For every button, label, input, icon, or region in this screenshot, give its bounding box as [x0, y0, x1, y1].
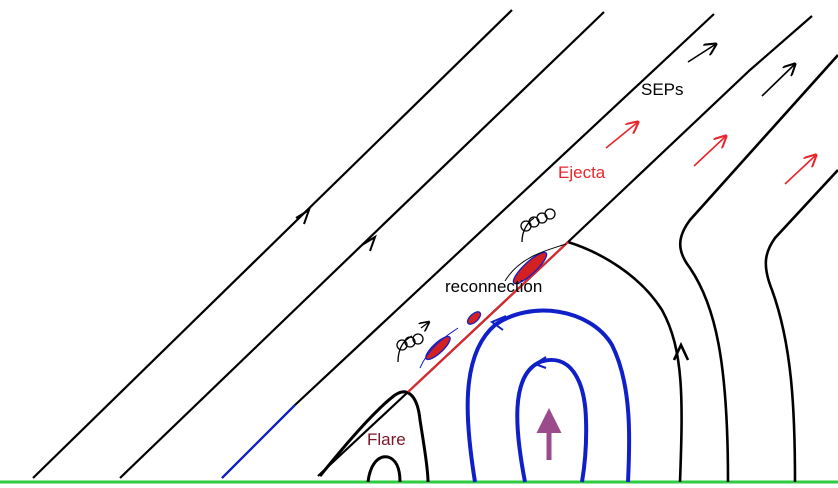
plasmoid-upper-loop-line [504, 243, 567, 282]
arrow-icon [687, 44, 716, 63]
current-sheet [407, 241, 569, 393]
flare-label: Flare [367, 430, 406, 449]
particle-spirals [396, 208, 556, 363]
reconnection-label: reconnection [445, 277, 543, 296]
flare-loops [318, 390, 430, 483]
ejecta-arrows [605, 122, 816, 185]
inner-loop-direction-icon [532, 356, 547, 369]
inner-blue-loop [515, 358, 589, 483]
plasmoid-upper [512, 251, 548, 285]
open-field-lines [32, 9, 813, 479]
ejecta-field-lines [567, 54, 838, 483]
ejecta-label: Ejecta [558, 163, 606, 182]
ejecta-line-mid [678, 54, 838, 483]
field-line-3-upper [294, 13, 715, 406]
outer-loop-direction-icon [489, 315, 507, 331]
outer-blue-loop [465, 308, 632, 483]
plasmoids [419, 243, 567, 369]
ejecta-line-direction-icon [672, 341, 690, 361]
arrow-icon [784, 155, 816, 185]
spiral-icon-upper [520, 208, 556, 243]
spiral-icon-lower [396, 322, 429, 363]
arrow-icon [693, 136, 726, 167]
plasmoid-middle [466, 311, 482, 325]
field-line-1 [32, 9, 513, 479]
direction-chevrons [295, 207, 377, 252]
ejecta-line-inner [567, 240, 683, 483]
sep-arrows [687, 44, 795, 97]
chevron-arrow-icon [361, 234, 377, 252]
field-line-3-blue-segment [221, 404, 296, 479]
chevron-arrow-icon [295, 207, 311, 225]
plasmoid-lower [425, 335, 451, 361]
closed-loops [465, 308, 632, 483]
arrow-icon [605, 122, 638, 149]
seps-label: SEPs [641, 80, 684, 99]
ejecta-line-outer [764, 169, 838, 483]
flare-inner-loop [366, 455, 402, 483]
arrow-icon [761, 64, 795, 97]
flare-outer-loop [318, 390, 430, 483]
field-line-4-upper [567, 15, 813, 243]
plasmoid-lower-loop-line [419, 327, 459, 369]
